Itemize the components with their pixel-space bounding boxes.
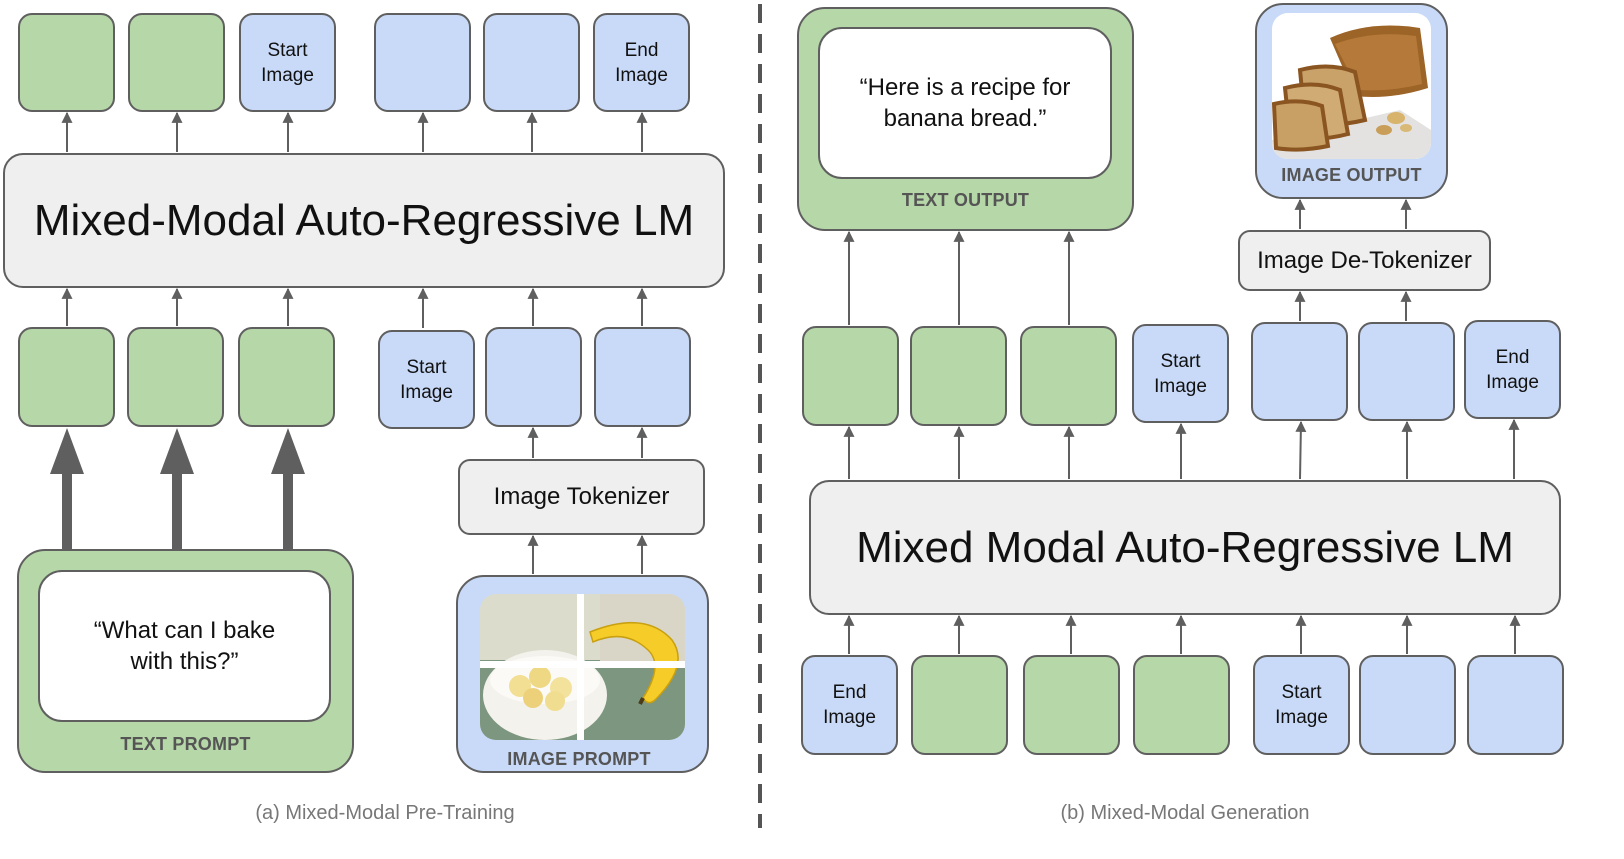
token-a-bottom-5 xyxy=(485,327,582,427)
subtitle-a: (a) Mixed-Modal Pre-Training xyxy=(255,802,515,824)
token-a-top-6: End Image xyxy=(593,13,690,112)
token-a-top-3: Start Image xyxy=(239,13,336,112)
token-b-mid-5 xyxy=(1251,322,1348,421)
token-b-bottom-4 xyxy=(1133,655,1230,755)
text-output-caption: TEXT OUTPUT xyxy=(901,190,1030,210)
token-b-bottom-3 xyxy=(1023,655,1120,755)
token-b-bottom-1: End Image xyxy=(801,655,898,755)
token-b-mid-1 xyxy=(802,326,899,426)
token-a-bottom-1 xyxy=(18,327,115,427)
token-a-top-1 xyxy=(18,13,115,112)
token-a-top-4 xyxy=(374,13,471,112)
image-prompt-frame xyxy=(456,575,709,773)
token-b-mid-4: Start Image xyxy=(1132,324,1229,423)
token-b-mid-6 xyxy=(1358,322,1455,421)
token-a-bottom-2 xyxy=(127,327,224,427)
image-prompt-caption: IMAGE PROMPT xyxy=(507,749,651,769)
image-output-caption: IMAGE OUTPUT xyxy=(1281,165,1422,185)
token-a-top-2 xyxy=(128,13,225,112)
subtitle-b: (b) Mixed-Modal Generation xyxy=(1060,802,1310,824)
token-a-bottom-6 xyxy=(594,327,691,427)
token-a-bottom-4: Start Image xyxy=(378,330,475,429)
image-tokenizer: Image Tokenizer xyxy=(458,459,705,535)
token-a-bottom-3 xyxy=(238,327,335,427)
token-b-mid-7: End Image xyxy=(1464,320,1561,419)
text-output-text: “Here is a recipe for banana bread.” xyxy=(818,27,1112,179)
token-b-bottom-2 xyxy=(911,655,1008,755)
token-a-top-5 xyxy=(483,13,580,112)
token-b-bottom-5: Start Image xyxy=(1253,655,1350,755)
token-b-bottom-7 xyxy=(1467,655,1564,755)
model-a: Mixed-Modal Auto-Regressive LM xyxy=(3,153,725,288)
token-b-mid-2 xyxy=(910,326,1007,426)
image-detokenizer: Image De-Tokenizer xyxy=(1238,230,1491,291)
model-b: Mixed Modal Auto-Regressive LM xyxy=(809,480,1561,615)
token-b-bottom-6 xyxy=(1359,655,1456,755)
text-prompt-caption: TEXT PROMPT xyxy=(120,734,251,754)
token-b-mid-3 xyxy=(1020,326,1117,426)
text-prompt-text: “What can I bake with this?” xyxy=(38,570,331,722)
